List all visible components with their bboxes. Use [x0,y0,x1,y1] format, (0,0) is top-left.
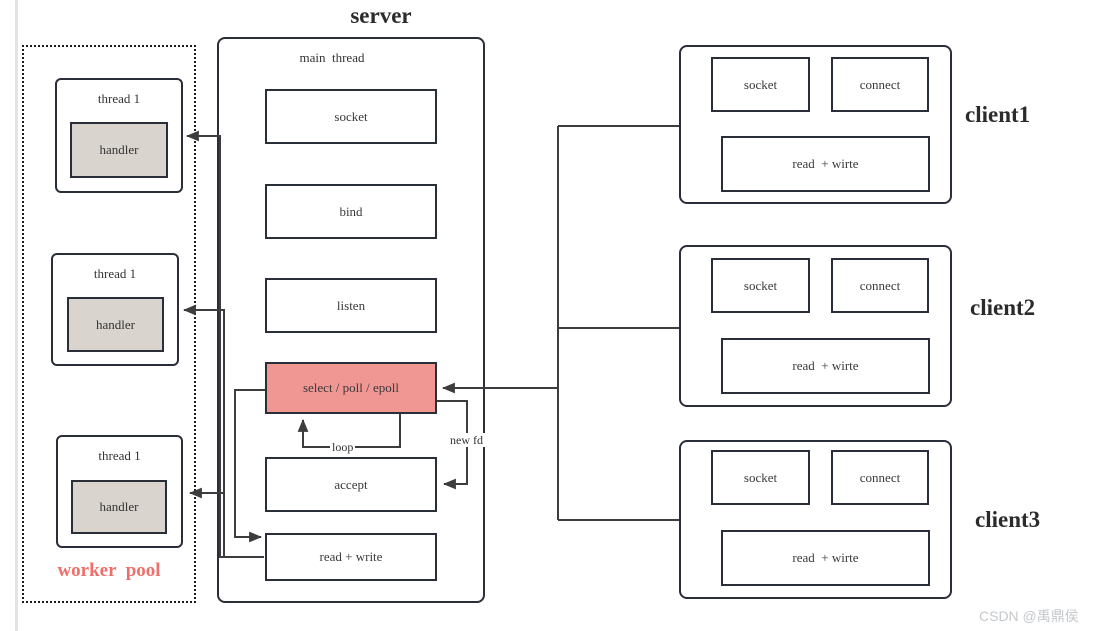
server-step-bind: bind [265,184,437,239]
client2-connect-box: connect [831,258,929,313]
thread-3-label: thread 1 [98,448,141,463]
server-step-select-poll-epoll: select / poll / epoll [265,362,437,414]
thread-box-3: thread 1 handler [56,435,183,548]
main-thread-label: main thread [299,50,365,65]
client2-socket-box: socket [711,258,810,313]
server-step-bind-label: bind [339,203,363,219]
thread-box-2: thread 1 handler [51,253,179,366]
client2-title: client2 [970,295,1036,320]
client3-read-write-box: read + wirte [721,530,930,586]
thread-box-1: thread 1 handler [55,78,183,193]
client1-socket-box: socket [711,57,810,112]
server-step-socket: socket [265,89,437,144]
handler-box-1: handler [70,122,168,178]
client1-title: client1 [965,102,1031,127]
csdn-watermark: CSDN @禹鼎侯 [979,608,1079,624]
client3-container: socket connect read + wirte [679,440,952,599]
client2-read-write-box: read + wirte [721,338,930,394]
left-margin-rule [15,0,18,631]
loop-label: loop [330,440,356,454]
client1-container: socket connect read + wirte [679,45,952,204]
client2-read-write-label: read + wirte [792,358,859,373]
new-fd-label: new fd [448,433,485,447]
client1-read-write-label: read + wirte [792,156,859,171]
client1-connect-box: connect [831,57,929,112]
handler-2-label: handler [96,316,135,332]
client1-connect-label: connect [859,76,901,92]
client1-read-write-box: read + wirte [721,136,930,192]
server-step-accept: accept [265,457,437,512]
client2-container: socket connect read + wirte [679,245,952,407]
server-step-socket-label: socket [334,108,368,124]
handler-1-label: handler [99,142,139,157]
client1-socket-label: socket [743,76,778,92]
server-title: server [350,3,412,28]
server-step-read-write-label: read + write [319,549,383,564]
client3-title: client3 [975,507,1041,532]
client2-connect-label: connect [859,277,901,293]
client2-socket-label: socket [743,277,778,293]
thread-2-label: thread 1 [93,266,137,281]
client3-read-write-label: read + wirte [792,550,859,565]
server-step-select-label: select / poll / epoll [302,380,400,395]
handler-3-label: handler [99,499,139,514]
server-step-listen: listen [265,278,437,333]
server-step-listen-label: listen [336,297,366,313]
client3-connect-label: connect [859,469,901,485]
handler-box-3: handler [71,480,167,534]
handler-box-2: handler [67,297,164,352]
thread-1-label: thread 1 [97,91,141,106]
client3-connect-box: connect [831,450,929,505]
server-step-read-write: read + write [265,533,437,581]
server-step-accept-label: accept [334,476,368,492]
client3-socket-label: socket [743,469,778,485]
worker-pool-label: worker pool [57,560,161,581]
client3-socket-box: socket [711,450,810,505]
